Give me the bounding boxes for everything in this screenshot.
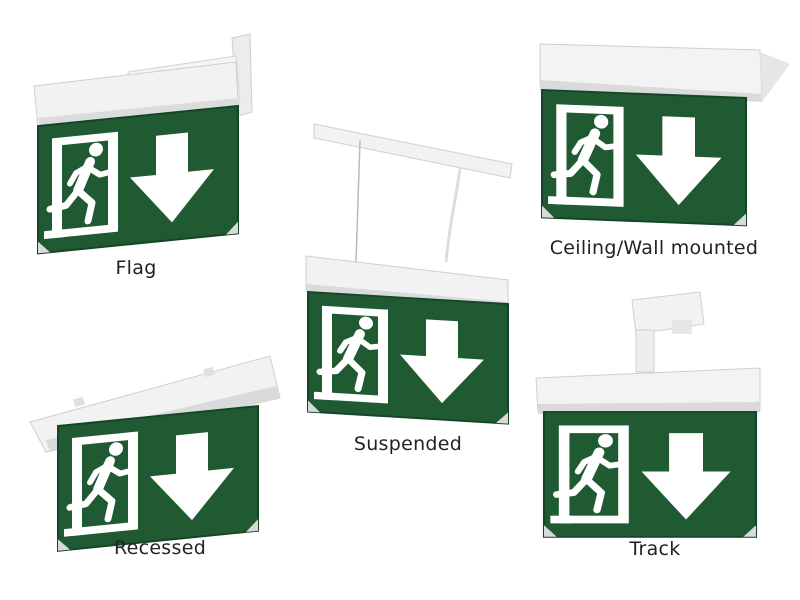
- flag-label: Flag: [115, 257, 157, 279]
- flag-exit-sign: [34, 33, 253, 253]
- suspended-label: Suspended: [353, 433, 463, 455]
- recessed-exit-sign: [29, 355, 281, 551]
- ceiling-wall-label: Ceiling/Wall mounted: [549, 237, 759, 259]
- track-label: Track: [629, 538, 681, 560]
- ceiling-wall-exit-sign: [540, 43, 790, 225]
- recessed-label: Recessed: [113, 537, 207, 559]
- suspended-exit-sign: [306, 123, 512, 424]
- track-exit-sign: [535, 291, 760, 537]
